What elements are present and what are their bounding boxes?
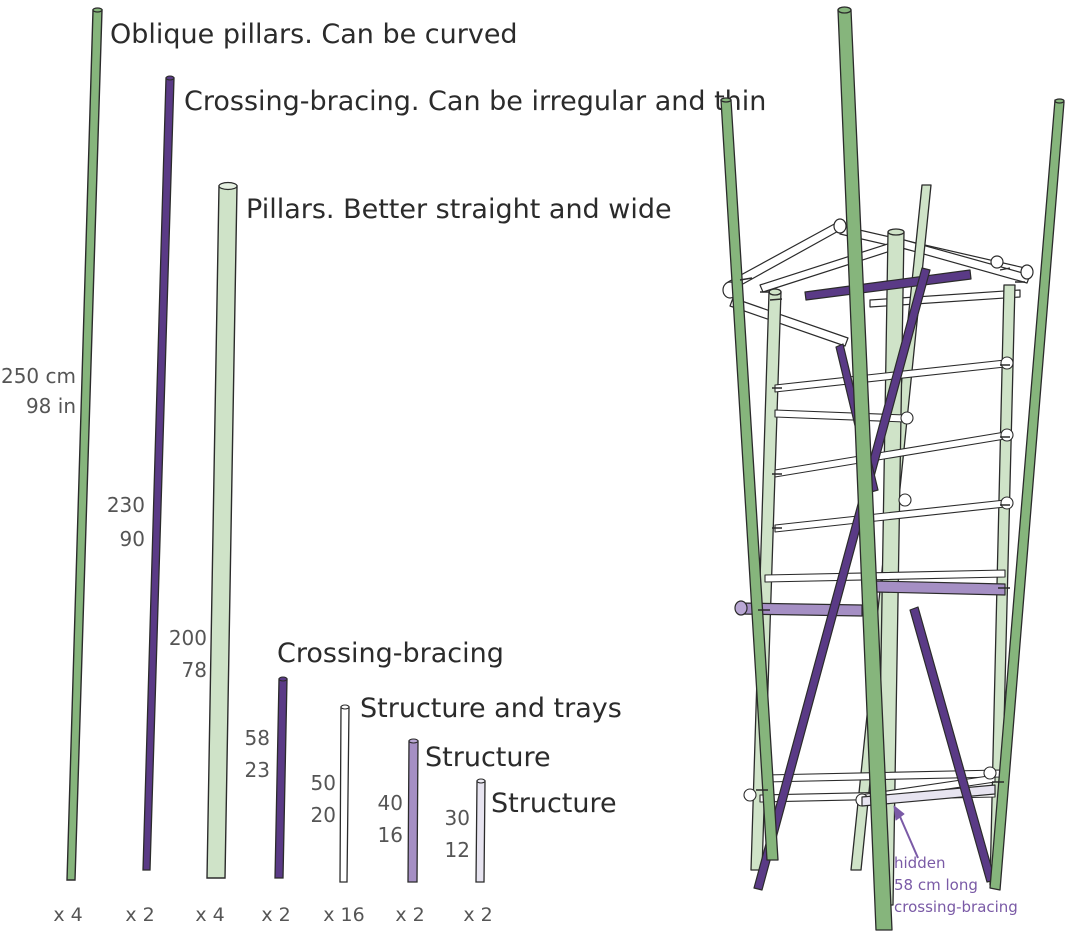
top-frame [722,218,1034,347]
part-dim-cm: 40 [378,791,403,815]
part-dim-cm: 200 [169,626,207,650]
part-qty: x 4 [53,904,82,926]
part-structure-40: Structure 40 16 x 2 [378,738,551,926]
part-dim-in: 20 [311,803,336,827]
assembled-tower: hidden 58 cm long crossing-bracing [720,6,1065,931]
part-qty: x 2 [463,904,492,926]
bar-end [990,255,1004,269]
pole-cap [768,288,782,296]
crossing-bracing-pole [274,678,288,879]
structure-bar-purple [874,580,1006,596]
bar-end [1000,496,1014,510]
pole-cap [837,6,852,14]
pole-cap [218,181,238,191]
annotation-arrow-head [893,805,905,821]
structure-pole [339,706,350,883]
pole-cap [278,676,288,682]
pole-cap [1054,98,1065,104]
part-dim-in: 98 in [26,394,76,418]
oblique-pillars [720,6,1065,931]
bar-end [983,766,997,780]
annotation-line-2: 58 cm long [894,876,978,894]
part-qty: x 16 [323,904,364,926]
part-dim-in: 90 [120,527,145,551]
crossing-bracing-long [753,267,931,891]
pole-cap [408,738,419,744]
pole-cap [92,7,103,13]
part-dim-cm: 30 [445,806,470,830]
structure-bar [764,569,1006,583]
lashings [739,267,1025,791]
bar-end [734,600,748,616]
part-structure-trays: Structure and trays 50 20 x 16 [311,693,622,926]
annotation-line-1: hidden [894,854,945,872]
structure-bar [869,289,1021,308]
part-label: Structure [425,742,551,773]
part-dim-cm: 230 [107,493,145,517]
crossing-bracing-long [909,606,996,883]
hidden-bracing-annotation: hidden 58 cm long crossing-bracing [893,805,1018,916]
oblique-pillar-pole [66,9,103,881]
crossing-bracing-pole [142,77,175,871]
part-dim-in: 12 [445,838,470,862]
part-crossing-bracing-long: Crossing-bracing. Can be irregular and t… [107,75,766,926]
part-label: Oblique pillars. Can be curved [110,19,518,50]
bar-end [1000,428,1014,442]
part-dim-in: 16 [378,823,403,847]
part-crossing-bracing-short: Crossing-bracing 58 23 x 2 [245,638,504,926]
part-qty: x 4 [195,904,224,926]
part-qty: x 2 [125,904,154,926]
structure-pole [475,780,486,883]
bar-end [743,788,757,802]
lashing-marks [756,587,1010,791]
part-label: Structure [491,788,617,819]
part-label: Structure and trays [360,693,622,724]
pillar-pole [206,185,238,879]
part-dim-cm: 50 [311,771,336,795]
crossing-bracing-short [804,269,972,301]
part-dim-in: 23 [245,758,270,782]
annotation-arrow-line [897,811,919,859]
pole-cap [720,97,732,103]
lashing-marks [739,267,1025,301]
bar-end [898,493,912,507]
parts-list: Oblique pillars. Can be curved 250 cm 98… [1,7,766,926]
part-dim-cm: 250 cm [1,364,76,388]
bar-end [1000,356,1014,370]
pole-cap [887,228,905,236]
part-oblique-pillars: Oblique pillars. Can be curved 250 cm 98… [1,7,518,926]
part-qty: x 2 [395,904,424,926]
pole-cap [165,75,175,81]
part-label: Pillars. Better straight and wide [246,194,672,225]
part-label: Crossing-bracing [277,638,504,669]
annotation-line-3: crossing-bracing [894,898,1018,916]
bar-end [833,218,847,234]
part-label: Crossing-bracing. Can be irregular and t… [184,86,766,117]
pole-cap [476,778,486,784]
part-qty: x 2 [261,904,290,926]
part-structure-30: Structure 30 12 x 2 [445,778,617,926]
part-dim-in: 78 [182,658,207,682]
bar-end [1020,264,1034,280]
part-pillars: Pillars. Better straight and wide 200 78… [169,181,672,926]
structure-bar [729,297,849,347]
lashing-marks [772,364,1010,529]
bar-end [900,411,914,425]
part-dim-cm: 58 [245,726,270,750]
pole-cap [340,704,350,710]
structure-pole [407,740,419,883]
